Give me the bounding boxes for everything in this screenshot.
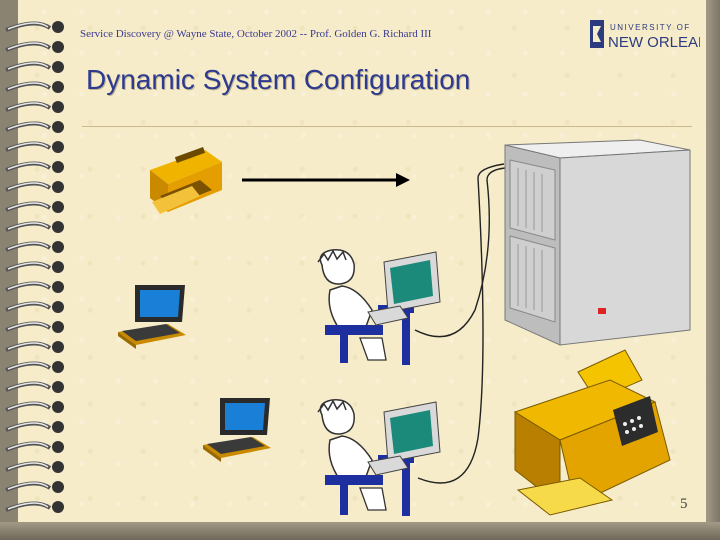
spiral-hole — [52, 141, 64, 153]
spiral-hole — [52, 221, 64, 233]
network-cable — [417, 163, 505, 484]
spiral-hole — [52, 201, 64, 213]
spiral-hole — [52, 381, 64, 393]
spiral-hole — [52, 421, 64, 433]
laptop-icon — [203, 398, 271, 462]
slide-title: Dynamic System Configuration — [86, 64, 471, 95]
spiral-hole — [52, 61, 64, 73]
university-logo: UNIVERSITY OF NEW ORLEANS — [590, 20, 700, 51]
spiral-hole — [52, 501, 64, 513]
frame-edge-bottom — [0, 522, 720, 540]
title-divider — [82, 126, 692, 127]
logo-line1: UNIVERSITY OF — [610, 23, 691, 32]
spiral-hole — [52, 121, 64, 133]
spiral-hole — [52, 361, 64, 373]
page-number: 5 — [680, 496, 688, 512]
large-printer-icon — [513, 349, 671, 516]
spiral-hole — [52, 481, 64, 493]
laptop-icon — [118, 285, 186, 349]
spiral-hole — [52, 161, 64, 173]
server-cabinet-icon — [504, 139, 691, 346]
spiral-hole — [52, 341, 64, 353]
user-at-computer-icon — [317, 399, 441, 516]
spiral-hole — [52, 441, 64, 453]
spiral-hole — [52, 241, 64, 253]
spiral-binding — [0, 0, 64, 540]
spiral-hole — [52, 401, 64, 413]
spiral-hole — [52, 41, 64, 53]
header-text: Service Discovery @ Wayne State, October… — [80, 28, 432, 40]
spiral-hole — [52, 101, 64, 113]
spiral-hole — [52, 301, 64, 313]
small-printer-icon — [150, 147, 222, 214]
logo-line2: NEW ORLEANS — [608, 34, 700, 51]
spiral-hole — [52, 181, 64, 193]
spiral-hole — [52, 281, 64, 293]
spiral-hole — [52, 261, 64, 273]
user-at-computer-icon — [317, 249, 441, 365]
spiral-hole — [52, 81, 64, 93]
network-cable — [414, 167, 506, 338]
frame-edge-right — [706, 0, 720, 540]
spiral-hole — [52, 461, 64, 473]
arrow-icon — [242, 173, 410, 187]
spiral-hole — [52, 21, 64, 33]
spiral-hole — [52, 321, 64, 333]
